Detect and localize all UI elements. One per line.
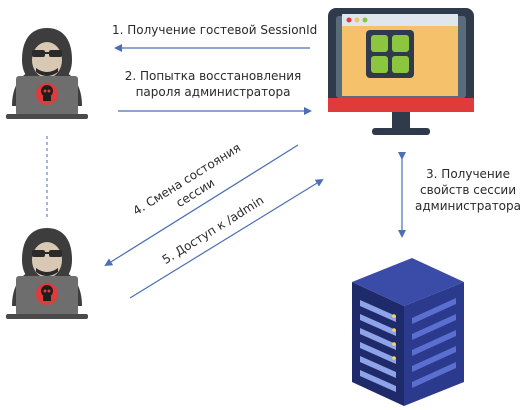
step2-line1: 2. Попытка восстановления [124,69,302,83]
step3-label: 3. Получение свойств сессии администрато… [414,166,522,214]
step2-line2: пароля администратора [135,85,291,99]
step3-line2: свойств сессии [419,183,517,197]
step1-label: 1. Получение гостевой SessionId [112,23,318,37]
step3-line1: 3. Получение [426,167,510,181]
monitor-icon [328,8,474,135]
server-icon [352,258,464,406]
step3-line3: администратора [414,199,521,213]
step2-label: 2. Попытка восстановления пароля админис… [122,68,304,100]
arrow-step4 [104,144,299,267]
hacker-icon [6,28,88,119]
hacker-icon [6,228,88,319]
arrow-step5 [129,178,324,299]
